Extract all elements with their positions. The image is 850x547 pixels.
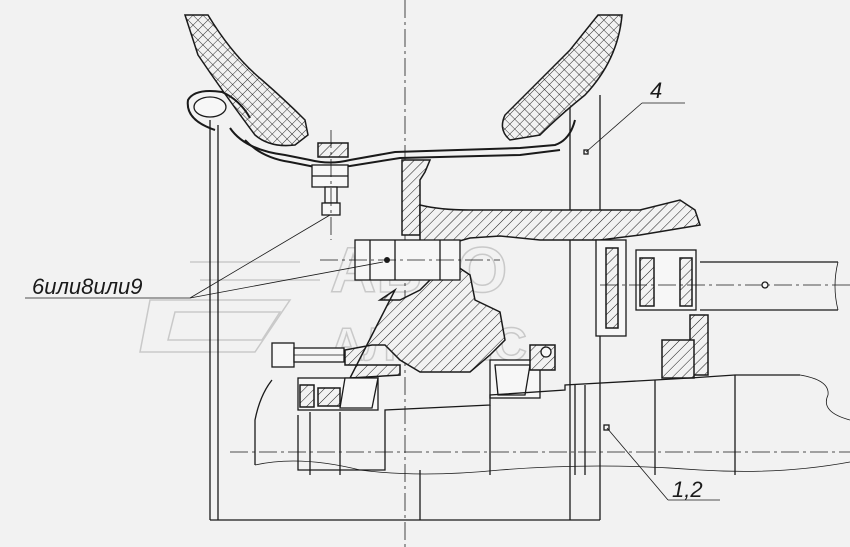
watermark-logo: [139, 261, 320, 353]
wheel-disc: [401, 159, 432, 236]
rim-rails: [209, 95, 601, 521]
valve-assembly: [311, 130, 349, 240]
bearing-outer: [489, 344, 556, 399]
part-1-2-marker: [603, 424, 610, 431]
part-label-4: 4: [650, 78, 662, 103]
hub-seal: [595, 239, 709, 379]
bearing-inner: [297, 377, 379, 411]
tyre-section-right: [501, 14, 623, 141]
wheel-stud: [320, 239, 500, 281]
leader-lines: [25, 102, 720, 501]
spindle: [254, 374, 850, 475]
tyre-section: [183, 14, 309, 147]
axle-shaft: [600, 261, 850, 311]
hub-bolt: [271, 342, 345, 368]
rim-flange-left: [186, 90, 251, 131]
part-label-1-2: 1,2: [672, 477, 703, 502]
hub-flange: [419, 199, 701, 251]
part-label-6-8-9: 6или8или9: [32, 274, 142, 299]
